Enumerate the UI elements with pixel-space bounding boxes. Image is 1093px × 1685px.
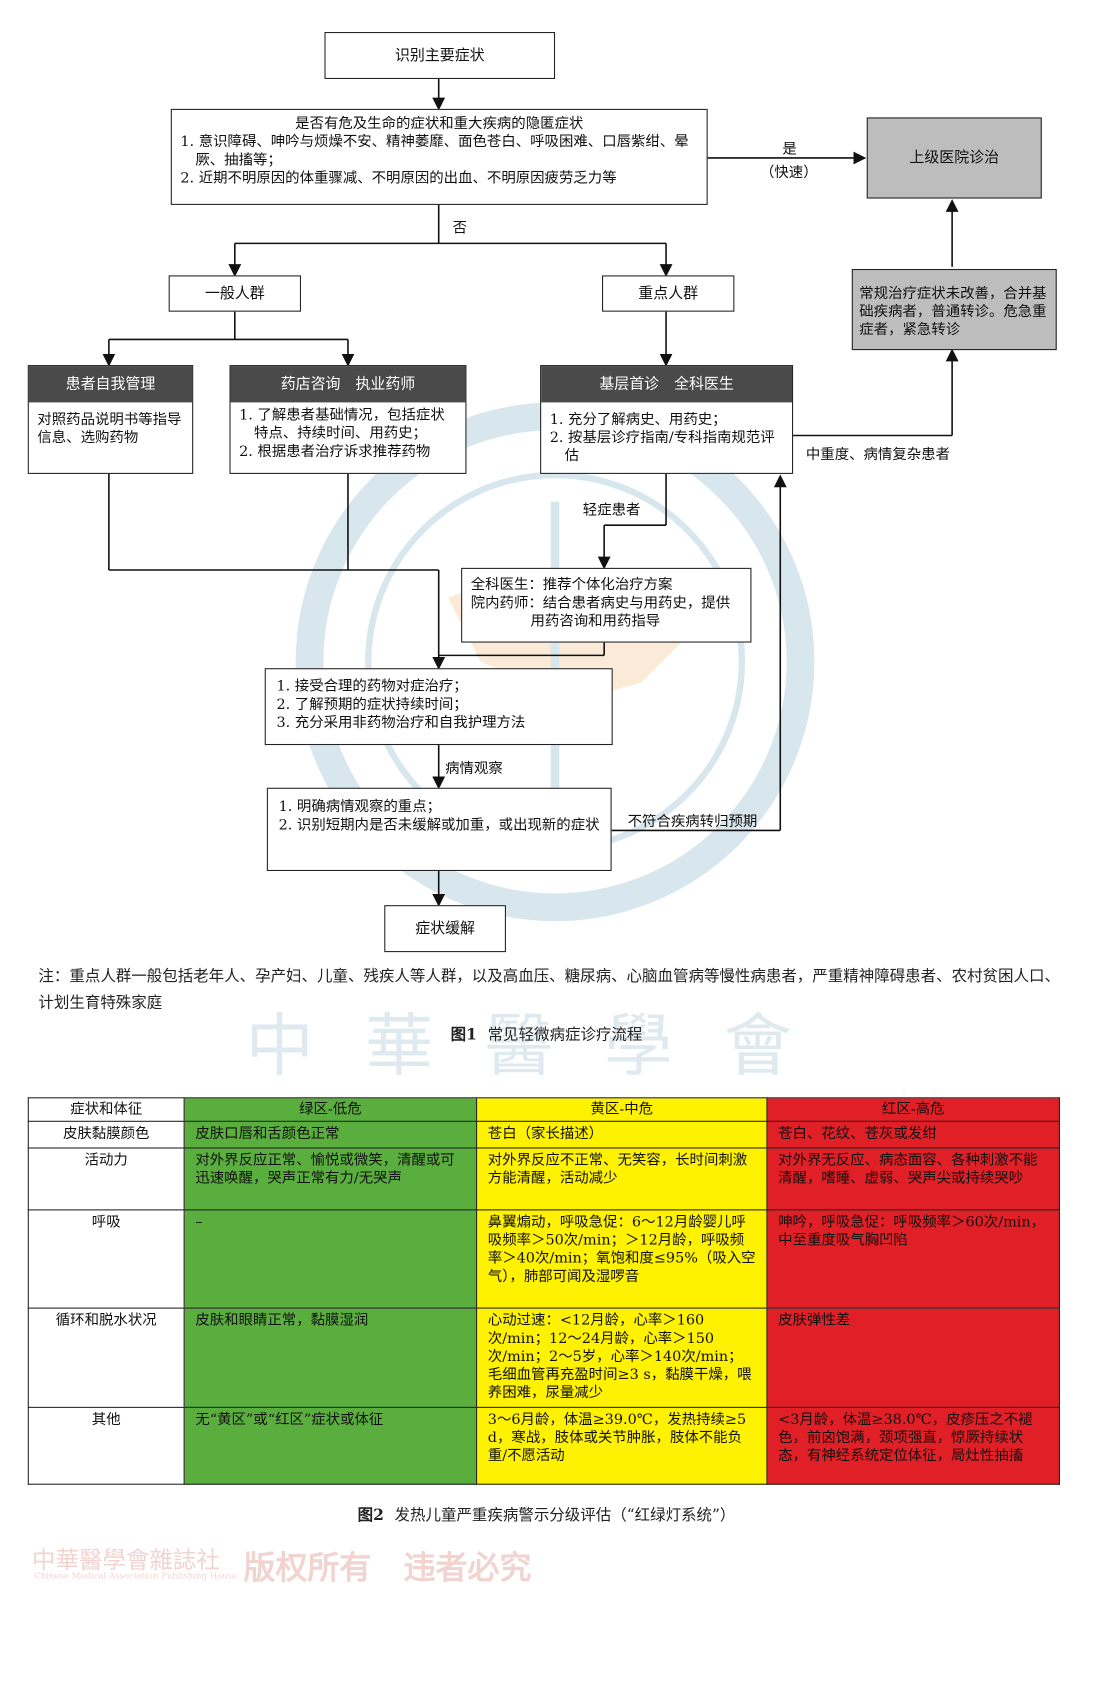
green-cell: 对外界反应正常、愉悦或微笑，清醒或可迅速唤醒，哭声正常有力/无哭声 [183, 1147, 478, 1211]
start-box: 识别主要症状 [324, 32, 556, 79]
svg-text:中華醫學會: 中華醫學會 [246, 1008, 844, 1087]
gp-plan-line1: 全科医生：推荐个体化治疗方案 [470, 576, 673, 594]
figure2-caption-number: 图2 [357, 1506, 384, 1525]
self-management-title: 患者自我管理 [28, 366, 193, 403]
row-label: 其他 [27, 1406, 185, 1485]
table-row: 循环和脱水状况 皮肤和眼睛正常，黏膜湿润 心动过速：<12月龄，心率＞160次/… [27, 1307, 1060, 1408]
red-cell: <3月龄，体温≥38.0℃，皮疹压之不褪色，前囟饱满，颈项强直，惊厥持续状态，有… [766, 1406, 1060, 1485]
figure1-caption-number: 图1 [450, 1025, 477, 1044]
primary-care-item-2: 2. 按基层诊疗指南/专科指南规范评估 [549, 429, 775, 465]
self-management-text: 对照药品说明书等指导信息、选购药物 [37, 410, 182, 447]
figure1-note: 注：重点人群一般包括老年人、孕产妇、儿童、残疾人等人群，以及高血压、糖尿病、心脑… [38, 968, 1060, 1012]
table-row: 活动力 对外界反应正常、愉悦或微笑，清醒或可迅速唤醒，哭声正常有力/无哭声 对外… [27, 1147, 1060, 1211]
danger-item-1: 1. 意识障碍、呻吟与烦燥不安、精神萎靡、面色苍白、呼吸困难、口唇紫绀、晕厥、抽… [180, 133, 689, 169]
yellow-cell: 鼻翼煽动，呼吸急促：6～12月龄婴儿呼吸频率＞50次/min；＞12月龄，呼吸频… [476, 1209, 768, 1309]
header-green: 绿区-低危 [183, 1097, 478, 1122]
key-group-box: 重点人群 [602, 275, 735, 312]
pharmacy-box: 药店咨询 执业药师 1. 了解患者基础情况，包括症状特点、持续时间、用药史； 2… [229, 365, 467, 474]
primary-care-box: 基层首诊 全科医生 1. 充分了解病史、用药史； 2. 按基层诊疗指南/专科指南… [540, 365, 794, 474]
observe-label: 病情观察 [445, 759, 503, 778]
figure1-caption-text: 常见轻微病症诊疗流程 [487, 1026, 643, 1044]
pharmacy-item-2: 2. 根据患者治疗诉求推荐药物 [239, 442, 431, 461]
pharmacy-title: 药店咨询 执业药师 [230, 366, 466, 403]
yellow-cell: 3～6月龄，体温≥39.0℃，发热持续≥5 d，寒战，肢体或关节肿胀，肢体不能负… [476, 1406, 768, 1485]
green-cell: – [183, 1209, 478, 1309]
header-symptoms: 症状和体征 [27, 1097, 185, 1122]
treatment-item-2: 2. 了解预期的症状持续时间； [276, 695, 468, 714]
observation-box: 1. 明确病情观察的重点； 2. 识别短期内是否未缓解或加重，或出现新的症状 [266, 787, 612, 871]
danger-title: 是否有危及生命的症状和重大疾病的隐匿症状 [295, 115, 584, 133]
figure1-caption: 图1 常见轻微病症诊疗流程 [0, 1023, 1093, 1045]
row-label: 皮肤黏膜颜色 [27, 1120, 185, 1149]
end-label: 症状缓解 [415, 919, 475, 937]
header-yellow: 黄区-中危 [476, 1097, 768, 1122]
upper-hospital-box: 上级医院诊治 [866, 117, 1042, 199]
referral-box: 常规治疗症状未改善，合并基础疾病者，普通转诊。危急重症者，紧急转诊 [851, 268, 1057, 351]
row-label: 循环和脱水状况 [27, 1307, 185, 1408]
figure2-caption: 图2 发热儿童严重疾病警示分级评估（“红绿灯系统”） [0, 1503, 1093, 1525]
header-red: 红区-高危 [766, 1097, 1060, 1122]
yellow-cell: 心动过速：<12月龄，心率＞160次/min；12～24月龄，心率＞150次/m… [476, 1307, 768, 1408]
end-box: 症状缓解 [384, 905, 506, 953]
severe-label: 中重度、病情复杂患者 [805, 446, 950, 464]
primary-care-item-1: 1. 充分了解病史、用药史； [549, 410, 727, 429]
referral-text: 常规治疗症状未改善，合并基础疾病者，普通转诊。危急重症者，紧急转诊 [859, 284, 1047, 339]
general-group-box: 一般人群 [168, 275, 302, 312]
start-label: 识别主要症状 [394, 46, 485, 64]
publisher-name-en: Chinese Medical Association Publishing H… [34, 1571, 238, 1581]
treatment-item-3: 3. 充分采用非药物治疗和自我护理方法 [276, 714, 526, 732]
flowchart-connectors [102, 78, 959, 907]
red-cell: 对外界无反应、病态面容、各种刺激不能清醒，嗜睡、虚弱、哭声尖或持续哭吵 [766, 1147, 1060, 1211]
figure2-caption-text: 发热儿童严重疾病警示分级评估（“红绿灯系统”） [394, 1507, 736, 1525]
unexpected-course-label: 不符合疾病转归预期 [627, 813, 758, 831]
key-group-label: 重点人群 [638, 284, 699, 302]
row-label: 活动力 [27, 1147, 185, 1211]
observation-item-2: 2. 识别短期内是否未缓解或加重，或出现新的症状 [278, 816, 600, 834]
general-group-label: 一般人群 [204, 284, 265, 302]
table-header-row: 症状和体征 绿区-低危 黄区-中危 红区-高危 [27, 1097, 1060, 1122]
pharmacy-item-1: 1. 了解患者基础情况，包括症状特点、持续时间、用药史； [239, 406, 445, 442]
green-cell: 无“黄区”或“红区”症状或体征 [183, 1406, 478, 1485]
mild-label: 轻症患者 [582, 501, 641, 519]
yes-sub-label: （快速） [759, 164, 818, 182]
traffic-light-table: 症状和体征 绿区-低危 黄区-中危 红区-高危 皮肤黏膜颜色 皮肤口唇和舌颜色正… [27, 1097, 1060, 1485]
green-cell: 皮肤口唇和舌颜色正常 [183, 1120, 478, 1149]
gp-plan-box: 全科医生：推荐个体化治疗方案 院内药师：结合患者病史与用药史，提供用药咨询和用药… [461, 567, 752, 643]
table-row: 呼吸 – 鼻翼煽动，呼吸急促：6～12月龄婴儿呼吸频率＞50次/min；＞12月… [27, 1209, 1060, 1309]
row-label: 呼吸 [27, 1209, 185, 1309]
no-label: 否 [452, 219, 467, 237]
danger-item-2: 2. 近期不明原因的体重骤减、不明原因的出血、不明原因疲劳乏力等 [180, 169, 617, 187]
treatment-item-1: 1. 接受合理的药物对症治疗； [276, 677, 468, 695]
self-management-box: 患者自我管理 对照药品说明书等指导信息、选购药物 [27, 365, 194, 474]
table-row: 皮肤黏膜颜色 皮肤口唇和舌颜色正常 苍白（家长描述） 苍白、花纹、苍灰或发绀 [27, 1120, 1060, 1149]
yellow-cell: 对外界反应不正常、无笑容，长时间刺激方能清醒，活动减少 [476, 1147, 768, 1211]
red-cell: 皮肤弹性差 [766, 1307, 1060, 1408]
treatment-box: 1. 接受合理的药物对症治疗； 2. 了解预期的症状持续时间； 3. 充分采用非… [264, 668, 613, 746]
green-cell: 皮肤和眼睛正常，黏膜湿润 [183, 1307, 478, 1408]
danger-symptoms-box: 是否有危及生命的症状和重大疾病的隐匿症状 1. 意识障碍、呻吟与烦燥不安、精神萎… [170, 108, 708, 205]
observation-item-1: 1. 明确病情观察的重点； [278, 798, 442, 816]
yellow-cell: 苍白（家长描述） [476, 1120, 768, 1149]
red-cell: 呻吟，呼吸急促：呼吸频率＞60次/min，中至重度吸气胸凹陷 [766, 1209, 1060, 1309]
publisher-name: 中華醫學會雜誌社 [32, 1547, 220, 1575]
red-cell: 苍白、花纹、苍灰或发绀 [766, 1120, 1060, 1149]
primary-care-title: 基层首诊 全科医生 [541, 366, 793, 403]
table-row: 其他 无“黄区”或“红区”症状或体征 3～6月龄，体温≥39.0℃，发热持续≥5… [27, 1406, 1060, 1485]
upper-hospital-label: 上级医院诊治 [909, 148, 1000, 166]
rights-notice: 版权所有 违者必究 [243, 1549, 532, 1588]
yes-label: 是 [782, 140, 797, 158]
gp-plan-line2: 院内药师：结合患者病史与用药史，提供用药咨询和用药指导 [470, 594, 731, 630]
